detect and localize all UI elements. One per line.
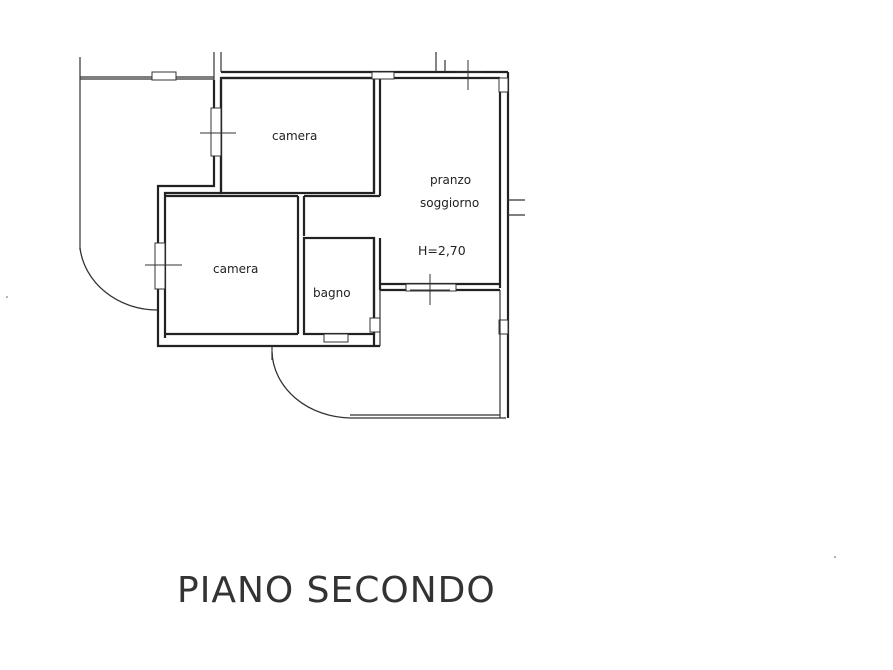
left-balcony — [79, 52, 215, 311]
room-label-pranzo: pranzo — [430, 173, 471, 187]
window-marks — [145, 60, 482, 290]
room-label-bagno: bagno — [313, 286, 351, 300]
room-label-soggiorno: soggiorno — [420, 196, 479, 210]
interior-walls — [165, 71, 500, 346]
room-label-camera-bottom: camera — [213, 262, 258, 276]
ceiling-height-label: H=2,70 — [418, 243, 466, 258]
outer-walls — [156, 52, 525, 418]
floor-title: PIANO SECONDO — [177, 570, 496, 611]
bottom-balcony — [271, 290, 506, 419]
room-label-camera-top: camera — [272, 129, 317, 143]
